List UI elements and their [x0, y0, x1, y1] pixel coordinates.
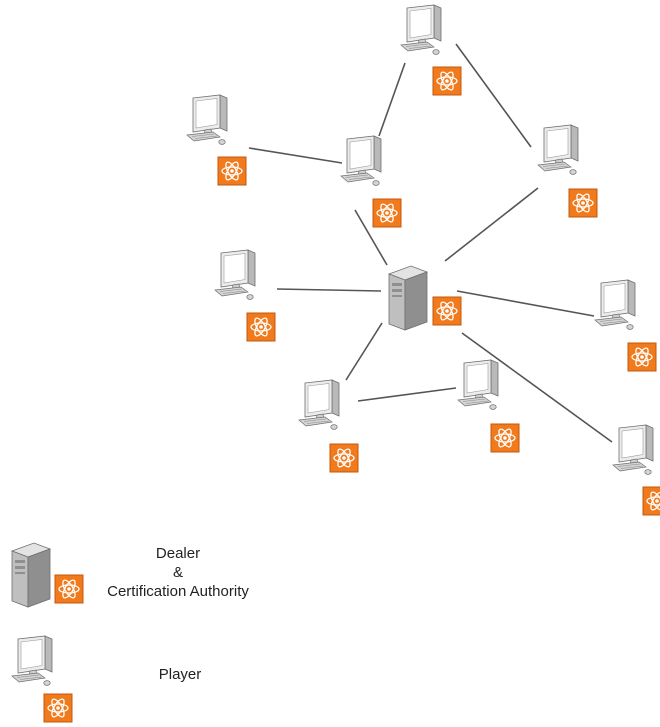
edge [357, 387, 457, 402]
legend-player-label: Player [158, 666, 202, 683]
player-node [612, 424, 660, 516]
edge [455, 43, 532, 148]
atom-icon [642, 486, 660, 516]
monitor-workstation-icon [186, 94, 228, 145]
dealer-server-node [388, 265, 462, 331]
legend-dealer-icon [11, 542, 84, 608]
atom-icon [43, 693, 73, 723]
edge [248, 147, 343, 164]
player-node [186, 94, 247, 186]
player-node [340, 135, 402, 228]
player-node [214, 249, 276, 342]
legend-dealer-line: Certification Authority [107, 583, 249, 600]
monitor-workstation-icon [298, 379, 340, 430]
edge [444, 187, 539, 262]
legend-dealer-line: & [172, 564, 183, 581]
monitor-workstation-icon [214, 249, 256, 300]
server-tower-icon [388, 265, 428, 331]
monitor-workstation-icon [11, 635, 53, 686]
atom-icon [432, 66, 462, 96]
player-node [594, 279, 657, 372]
atom-icon [246, 312, 276, 342]
atom-icon [217, 156, 247, 186]
monitor-workstation-icon [537, 124, 579, 175]
monitor-workstation-icon [400, 4, 442, 55]
atom-icon [372, 198, 402, 228]
edge [354, 209, 388, 266]
player-node [400, 4, 462, 96]
monitor-workstation-icon [612, 424, 654, 475]
monitor-workstation-icon [594, 279, 636, 330]
player-node [457, 359, 520, 453]
atom-icon [54, 574, 84, 604]
edge [456, 290, 595, 317]
edge [378, 62, 406, 137]
player-node [298, 379, 359, 473]
edge [345, 322, 383, 381]
player-node [537, 124, 598, 218]
legend-player-icon [11, 635, 73, 723]
edges [248, 43, 613, 443]
atom-icon [627, 342, 657, 372]
monitor-workstation-icon [457, 359, 499, 410]
edge [276, 288, 382, 292]
legend-dealer-label: Dealer & Certification Authority [88, 544, 268, 601]
atom-icon [490, 423, 520, 453]
atom-icon [329, 443, 359, 473]
edge [461, 332, 613, 443]
atom-icon [432, 296, 462, 326]
legend-dealer-line: Dealer [155, 545, 201, 562]
atom-icon [568, 188, 598, 218]
server-tower-icon [11, 542, 51, 608]
monitor-workstation-icon [340, 135, 382, 186]
